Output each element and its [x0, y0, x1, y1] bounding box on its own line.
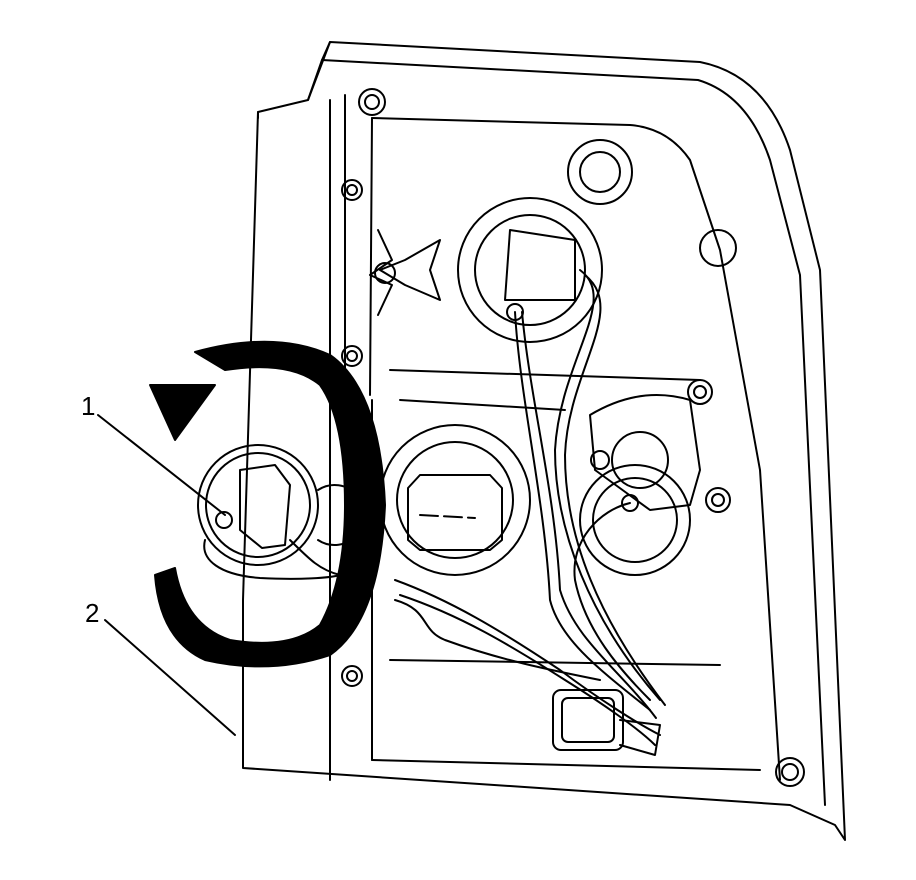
mounting-holes — [341, 88, 805, 787]
bulb-socket — [197, 444, 366, 580]
callout-2-label: 2 — [85, 598, 100, 628]
right-socket — [579, 394, 701, 576]
callout-1-label: 1 — [81, 391, 96, 421]
lamp-housing — [242, 41, 846, 841]
rotation-arrow-icon — [149, 340, 386, 668]
wire-connector — [552, 689, 661, 756]
middle-socket — [379, 424, 531, 576]
upper-socket — [457, 139, 633, 343]
leader-lines — [97, 414, 236, 736]
back-plate — [329, 94, 781, 781]
wire-harness — [394, 269, 666, 746]
leader-line-1 — [97, 414, 226, 516]
fin-holder — [369, 229, 441, 316]
leader-line-2 — [104, 619, 236, 736]
